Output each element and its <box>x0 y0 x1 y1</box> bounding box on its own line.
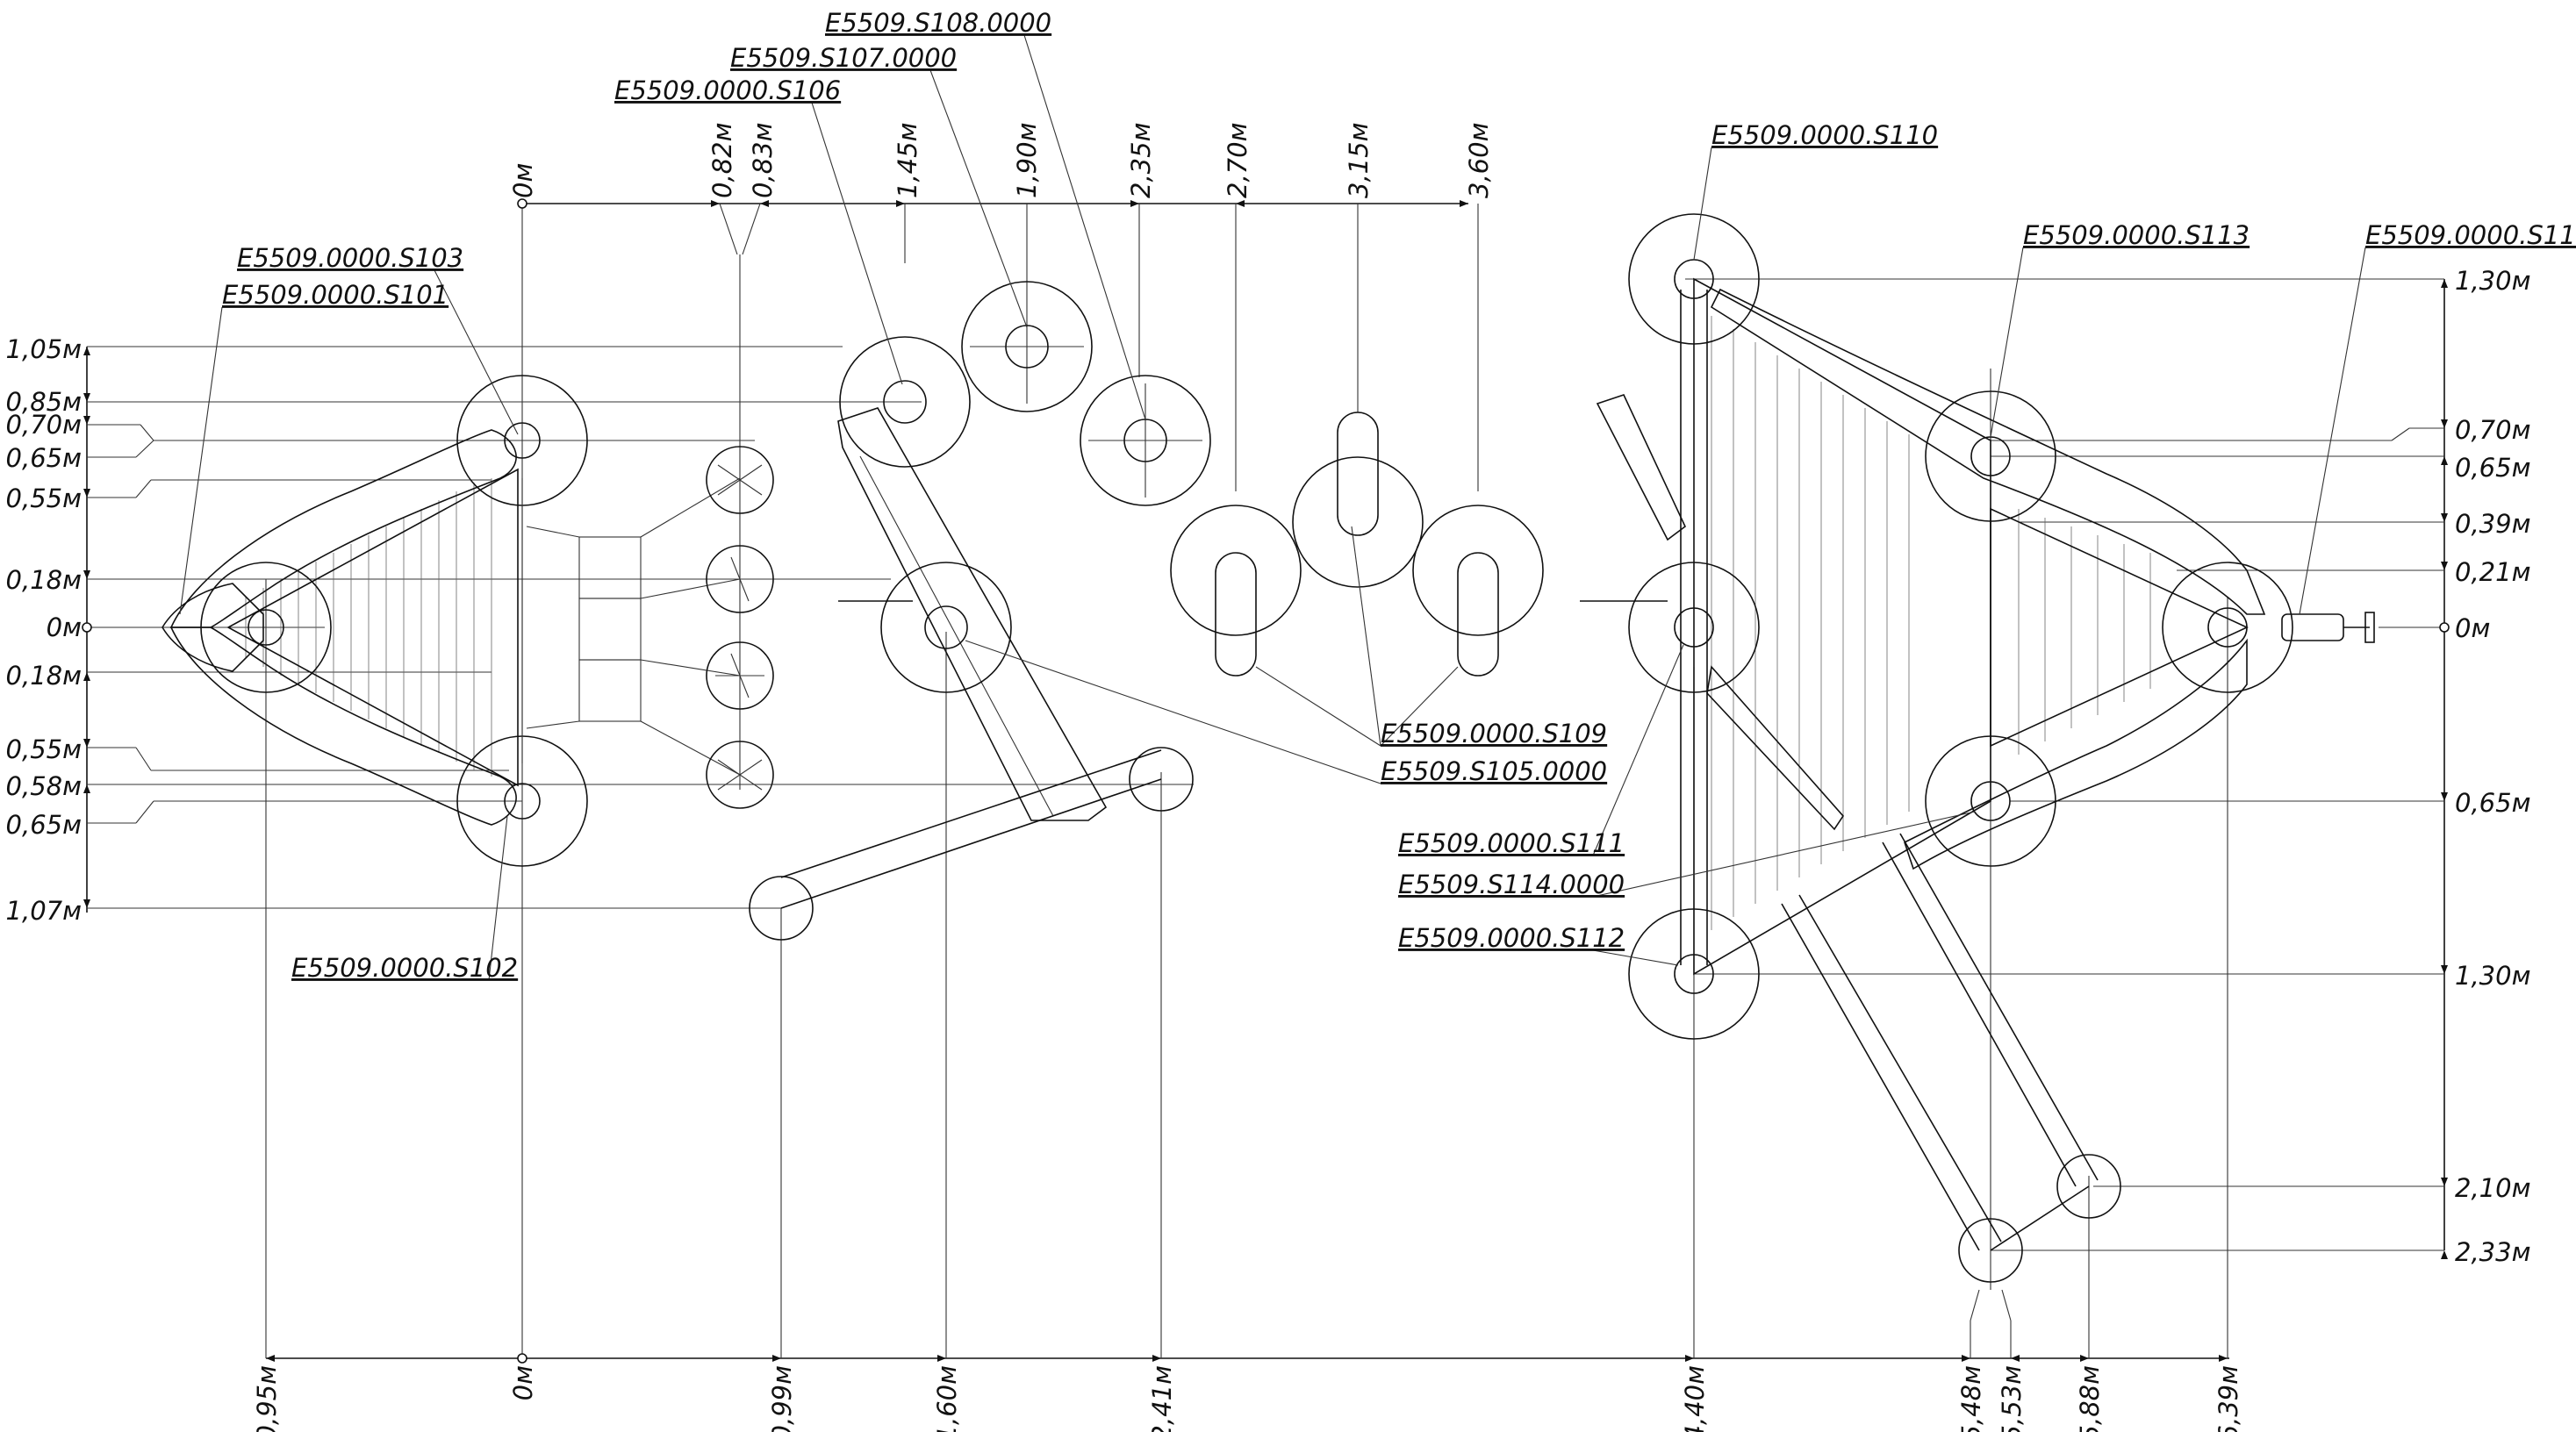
right-lower-beam <box>1904 638 2248 870</box>
left-dim-3: 0,65м <box>6 443 82 473</box>
label-s108: E5509.S108.0000 <box>825 8 1051 38</box>
right-dim-7: 1,30м <box>2455 961 2530 991</box>
lever-end-right <box>1129 747 1194 812</box>
label-s105: E5509.S105.0000 <box>1381 756 1607 786</box>
left-dim-9: 0,58м <box>6 771 82 801</box>
left-dim-4: 0,55м <box>6 483 82 513</box>
left-dim-7: 0,18м <box>6 661 82 691</box>
top-dim-0: 0м <box>508 163 538 198</box>
right-dim-6: 0,65м <box>2455 788 2530 818</box>
left-rotors <box>706 446 774 809</box>
part-s108-circle <box>1080 375 1211 506</box>
top-dim-7: 3,15м <box>1344 123 1374 198</box>
label-s107: E5509.S107.0000 <box>730 43 957 73</box>
right-dim-5: 0м <box>2455 613 2490 643</box>
right-triangle-hatch <box>1711 316 2151 930</box>
bottom-dim-4: 2,41м <box>1147 1365 1177 1432</box>
right-dim-9: 2,33м <box>2455 1237 2530 1267</box>
bottom-dim-3: 1,60м <box>932 1365 962 1432</box>
part-s106-circle <box>839 336 971 468</box>
part-s114-post <box>1925 735 2056 867</box>
part-s105-beam <box>837 407 1108 821</box>
left-dim-5: 0,18м <box>6 565 82 595</box>
part-s109-post-c <box>1412 505 1544 636</box>
bottom-dim-2: 0,99м <box>767 1365 797 1432</box>
part-s110-post <box>1628 213 1760 345</box>
right-dimension-chain: 1,30м 0,70м 0,65м 0,39м 0,21м 0м 0,65м 1… <box>1685 266 2530 1267</box>
left-triangle-hatch <box>245 478 492 777</box>
callout-labels: E5509.S108.0000 E5509.S107.0000 E5509.00… <box>222 8 2576 983</box>
label-s113: E5509.0000.S113 <box>2023 220 2250 250</box>
left-lower-beam <box>169 626 517 826</box>
right-dim-1: 0,70м <box>2455 415 2530 445</box>
top-dim-1: 0,82м <box>707 123 737 198</box>
right-dim-4: 0,21м <box>2455 557 2530 587</box>
left-dim-8: 0,55м <box>6 734 82 764</box>
bottom-dim-8: 5,88м <box>2075 1365 2105 1432</box>
left-assembly <box>161 375 774 867</box>
top-dim-6: 2,70м <box>1223 123 1252 198</box>
callout-leaders <box>179 34 2558 981</box>
right-main-frame <box>1693 277 1991 976</box>
part-s109-post-b <box>1292 456 1424 588</box>
bottom-dim-0: 0,95м <box>252 1365 282 1432</box>
left-dim-2: 0,70м <box>6 410 82 440</box>
strut-foot-a <box>1958 1218 2023 1283</box>
left-upper-beam <box>169 429 517 628</box>
part-s115-post <box>2162 562 2293 693</box>
top-dim-8: 3,60м <box>1464 123 1494 198</box>
part-s112-post <box>1628 908 1760 1040</box>
left-post-nose <box>200 562 332 693</box>
left-dim-1: 0,85м <box>6 387 82 417</box>
label-s102: E5509.0000.S102 <box>291 953 518 983</box>
label-s109: E5509.0000.S109 <box>1381 719 1607 748</box>
part-s107-circle <box>961 281 1093 412</box>
right-dim-2: 0,65м <box>2455 453 2530 483</box>
top-dim-2: 0,83м <box>748 123 778 198</box>
label-s112: E5509.0000.S112 <box>1398 923 1625 953</box>
bottom-dim-6: 5,48м <box>1956 1365 1986 1432</box>
right-nose-frame <box>1990 507 2249 748</box>
label-s111: E5509.0000.S111 <box>1398 828 1625 858</box>
part-s109-post-a <box>1170 505 1302 636</box>
lever-end-left <box>749 876 814 941</box>
bottom-dim-9: 6,39м <box>2214 1365 2243 1432</box>
left-dim-6: 0м <box>47 612 82 642</box>
label-s114: E5509.S114.0000 <box>1398 870 1625 899</box>
bottom-dimension-chain: 0,95м 0м 0,99м 1,60м 2,41м 4,40м 5,48м 5… <box>252 369 2243 1432</box>
left-dim-10: 0,65м <box>6 810 82 840</box>
bottom-dim-7: 5,53м <box>1997 1365 2027 1432</box>
right-assembly <box>1580 213 2375 1283</box>
part-s111-post <box>1628 562 1760 693</box>
right-dim-3: 0,39м <box>2455 509 2530 539</box>
right-upper-beam <box>1710 288 2266 615</box>
left-dimension-chain: 1,05м 0,85м 0,70м 0,65м 0,55м 0,18м 0м 0… <box>6 334 1194 926</box>
left-dim-0: 1,05м <box>6 334 82 364</box>
part-s113-post <box>1925 390 2056 522</box>
right-dim-8: 2,10м <box>2455 1173 2530 1203</box>
middle-parts <box>749 281 1544 941</box>
label-s110: E5509.0000.S110 <box>1711 120 1938 150</box>
right-dim-0: 1,30м <box>2455 266 2530 296</box>
top-dim-5: 2,35м <box>1126 123 1156 198</box>
bottom-dim-1: 0м <box>508 1365 538 1400</box>
label-s106: E5509.0000.S106 <box>614 75 841 105</box>
left-triangle-frame <box>226 468 519 787</box>
label-s115: E5509.0000.S115 <box>2365 220 2576 250</box>
strut-foot-b <box>2056 1154 2121 1219</box>
label-s103: E5509.0000.S103 <box>237 243 463 273</box>
top-dim-4: 1,90м <box>1012 123 1042 198</box>
top-dim-3: 1,45м <box>893 123 922 198</box>
top-dimension-chain: 0м 0,82м 0,83м 1,45м 1,90м 2,35м 2,70м 3… <box>508 123 1494 1358</box>
bottom-dim-5: 4,40м <box>1680 1365 1710 1432</box>
label-s101: E5509.0000.S101 <box>222 280 448 310</box>
left-net <box>521 477 741 776</box>
part-s105-circle <box>880 562 1012 693</box>
left-dim-11: 1,07м <box>6 896 82 926</box>
